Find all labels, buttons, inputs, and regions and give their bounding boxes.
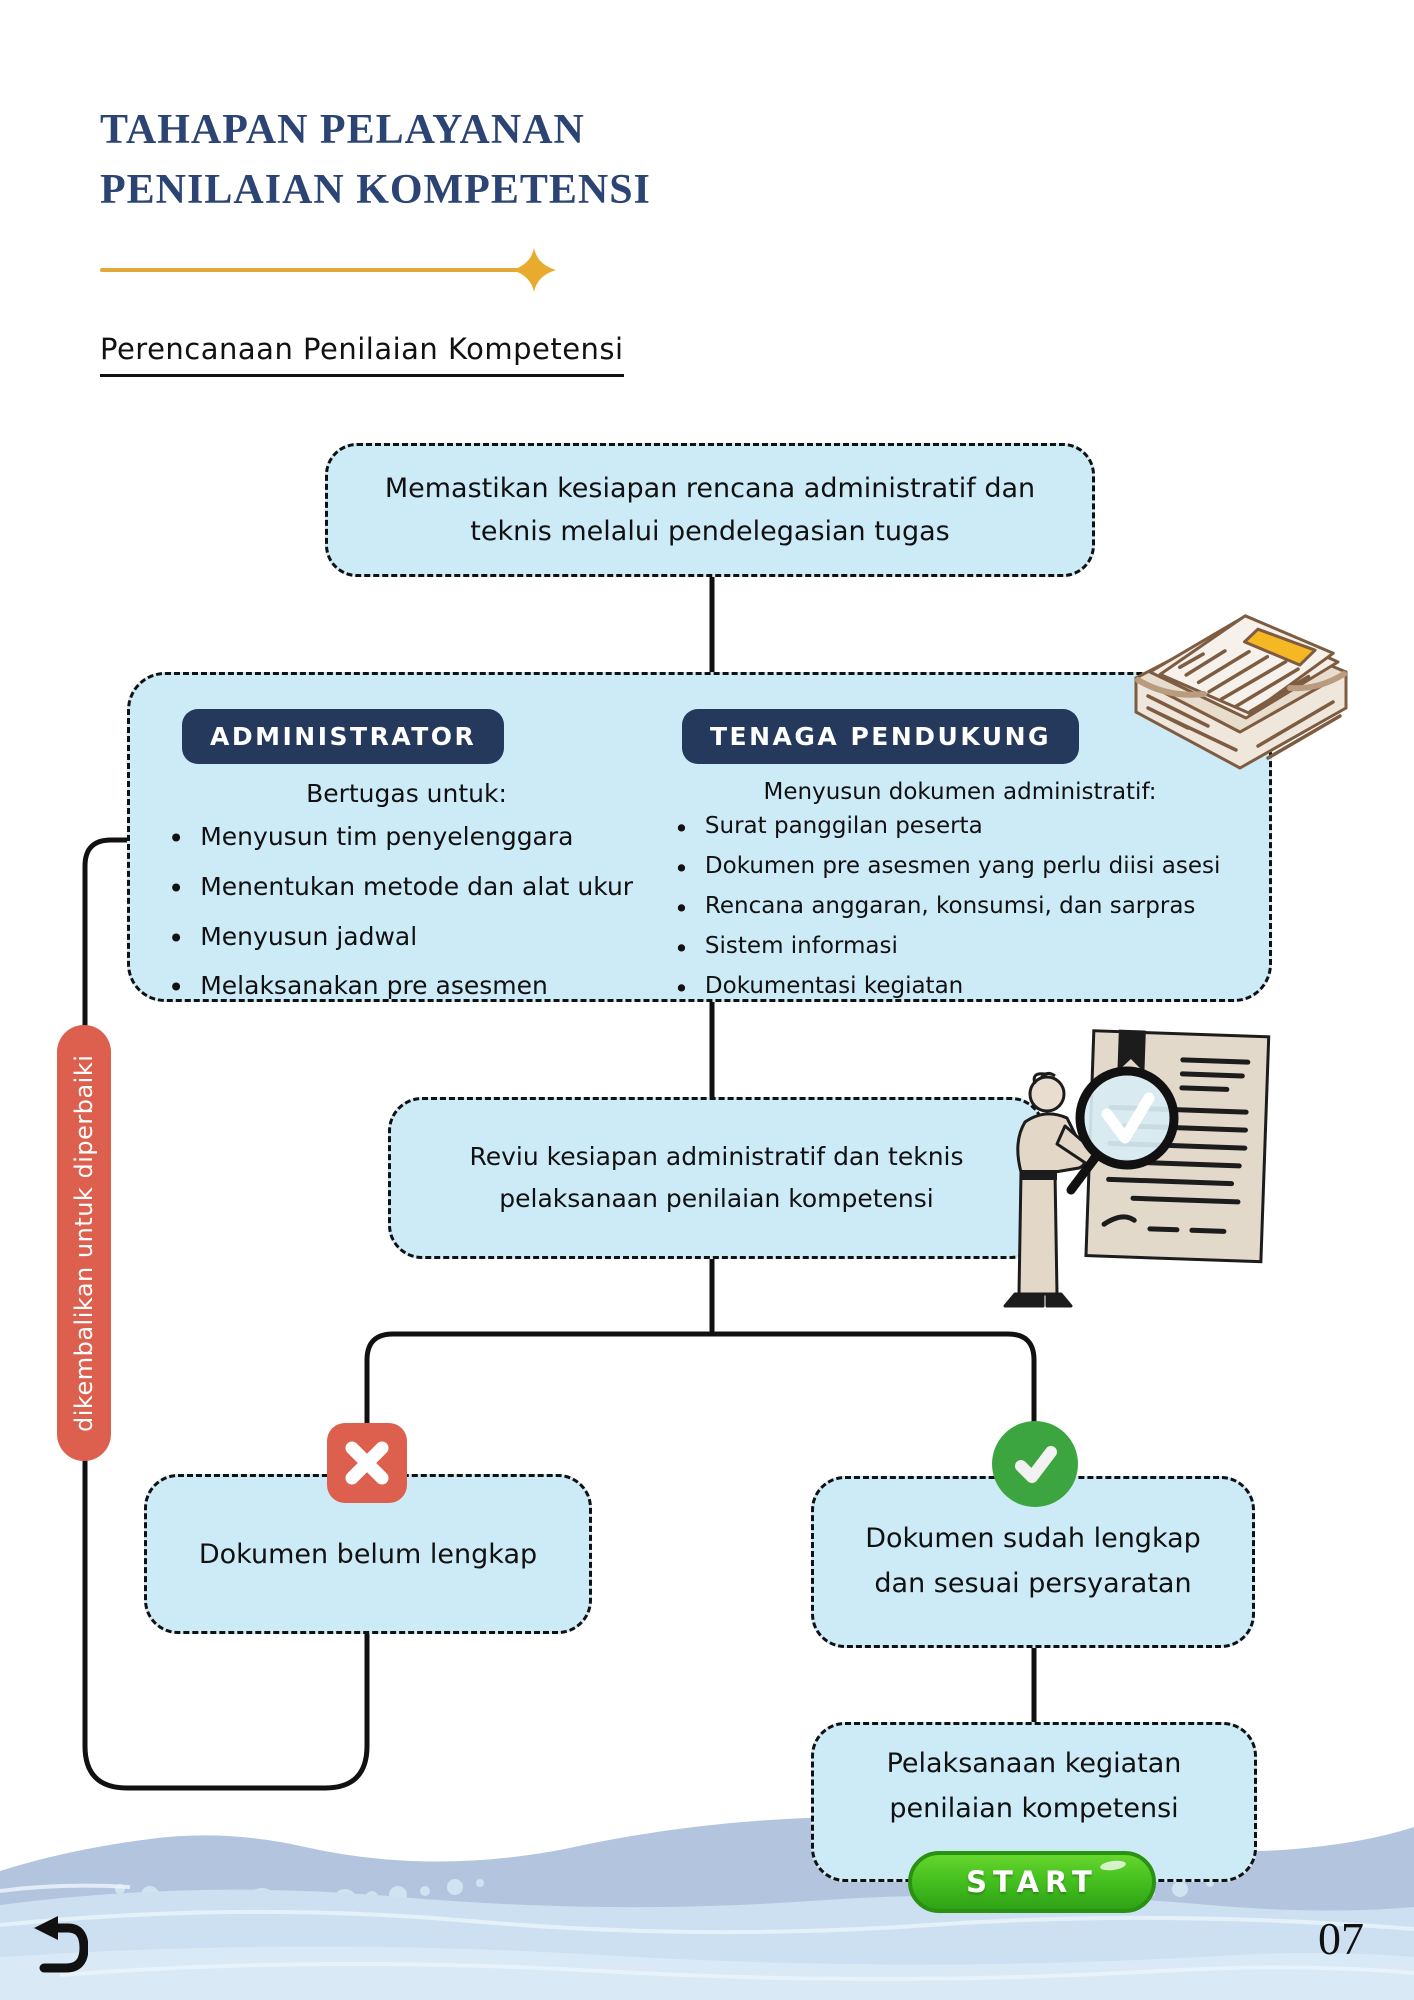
list-item: •Menentukan metode dan alat ukur (168, 871, 634, 905)
step-execution-text: Pelaksanaan kegiatan penilaian kompetens… (886, 1748, 1182, 1824)
support-staff-intro: Menyusun dokumen administratif: (763, 779, 1157, 805)
list-item: •Menyusun tim penyelenggara (168, 822, 574, 855)
page-title: TAHAPAN PELAYANAN PENILAIAN KOMPETENSI (100, 100, 651, 220)
list-item: •Dokumentasi kegiatan (674, 972, 964, 1003)
step-delegation-text: Memastikan kesiapan rencana administrati… (384, 472, 1036, 547)
list-item: •Dokumen pre asesmen yang perlu diisi as… (674, 852, 1221, 883)
list-item: •Rencana anggaran, konsumsi, dan sarpras (674, 892, 1196, 923)
sparkle-icon (512, 248, 556, 292)
result-complete-text: Dokumen sudah lengkap dan sesuai persyar… (865, 1523, 1201, 1599)
administrator-task-list: •Menyusun tim penyelenggara •Menentukan m… (154, 822, 659, 1007)
support-staff-badge: TENAGA PENDUKUNG (682, 709, 1080, 764)
list-item: •Sistem informasi (674, 932, 898, 963)
list-item: •Menyusun jadwal (168, 921, 418, 955)
administrator-intro: Bertugas untuk: (306, 779, 507, 808)
support-staff-task-list: •Surat panggilan peserta •Dokumen pre ase… (660, 813, 1260, 1005)
page-title-line2: PENILAIAN KOMPETENSI (100, 167, 651, 213)
step-review-box: Reviu kesiapan administratif dan teknis … (388, 1097, 1045, 1259)
result-incomplete-text: Dokumen belum lengkap (198, 1538, 538, 1570)
administrator-column: Bertugas untuk: •Menyusun tim penyelengg… (154, 779, 659, 1021)
x-icon (327, 1423, 407, 1503)
title-divider (100, 268, 530, 272)
step-delegation-box: Memastikan kesiapan rencana administrati… (325, 443, 1095, 577)
back-arrow-icon[interactable] (32, 1916, 88, 1978)
return-for-fix-label: dikembalikan untuk diperbaiki (57, 1025, 111, 1461)
page-title-line1: TAHAPAN PELAYANAN (100, 107, 585, 153)
start-button[interactable]: START (908, 1851, 1156, 1913)
step-review-text: Reviu kesiapan administratif dan teknis … (469, 1141, 964, 1214)
roles-box: ADMINISTRATOR TENAGA PENDUKUNG Bertugas … (127, 672, 1272, 1004)
paper-stack-illustration (1134, 614, 1348, 770)
list-item: •Surat panggilan peserta (674, 813, 983, 843)
section-subtitle: Perencanaan Penilaian Kompetensi (100, 332, 624, 377)
list-item: •Melaksanakan pre asesmen (168, 971, 548, 1005)
administrator-badge: ADMINISTRATOR (182, 709, 505, 764)
page-number: 07 (1318, 1913, 1364, 1964)
support-staff-column: Menyusun dokumen administratif: •Surat p… (660, 779, 1260, 1012)
magnifier-person-illustration (1003, 1029, 1271, 1308)
check-icon (992, 1421, 1078, 1507)
